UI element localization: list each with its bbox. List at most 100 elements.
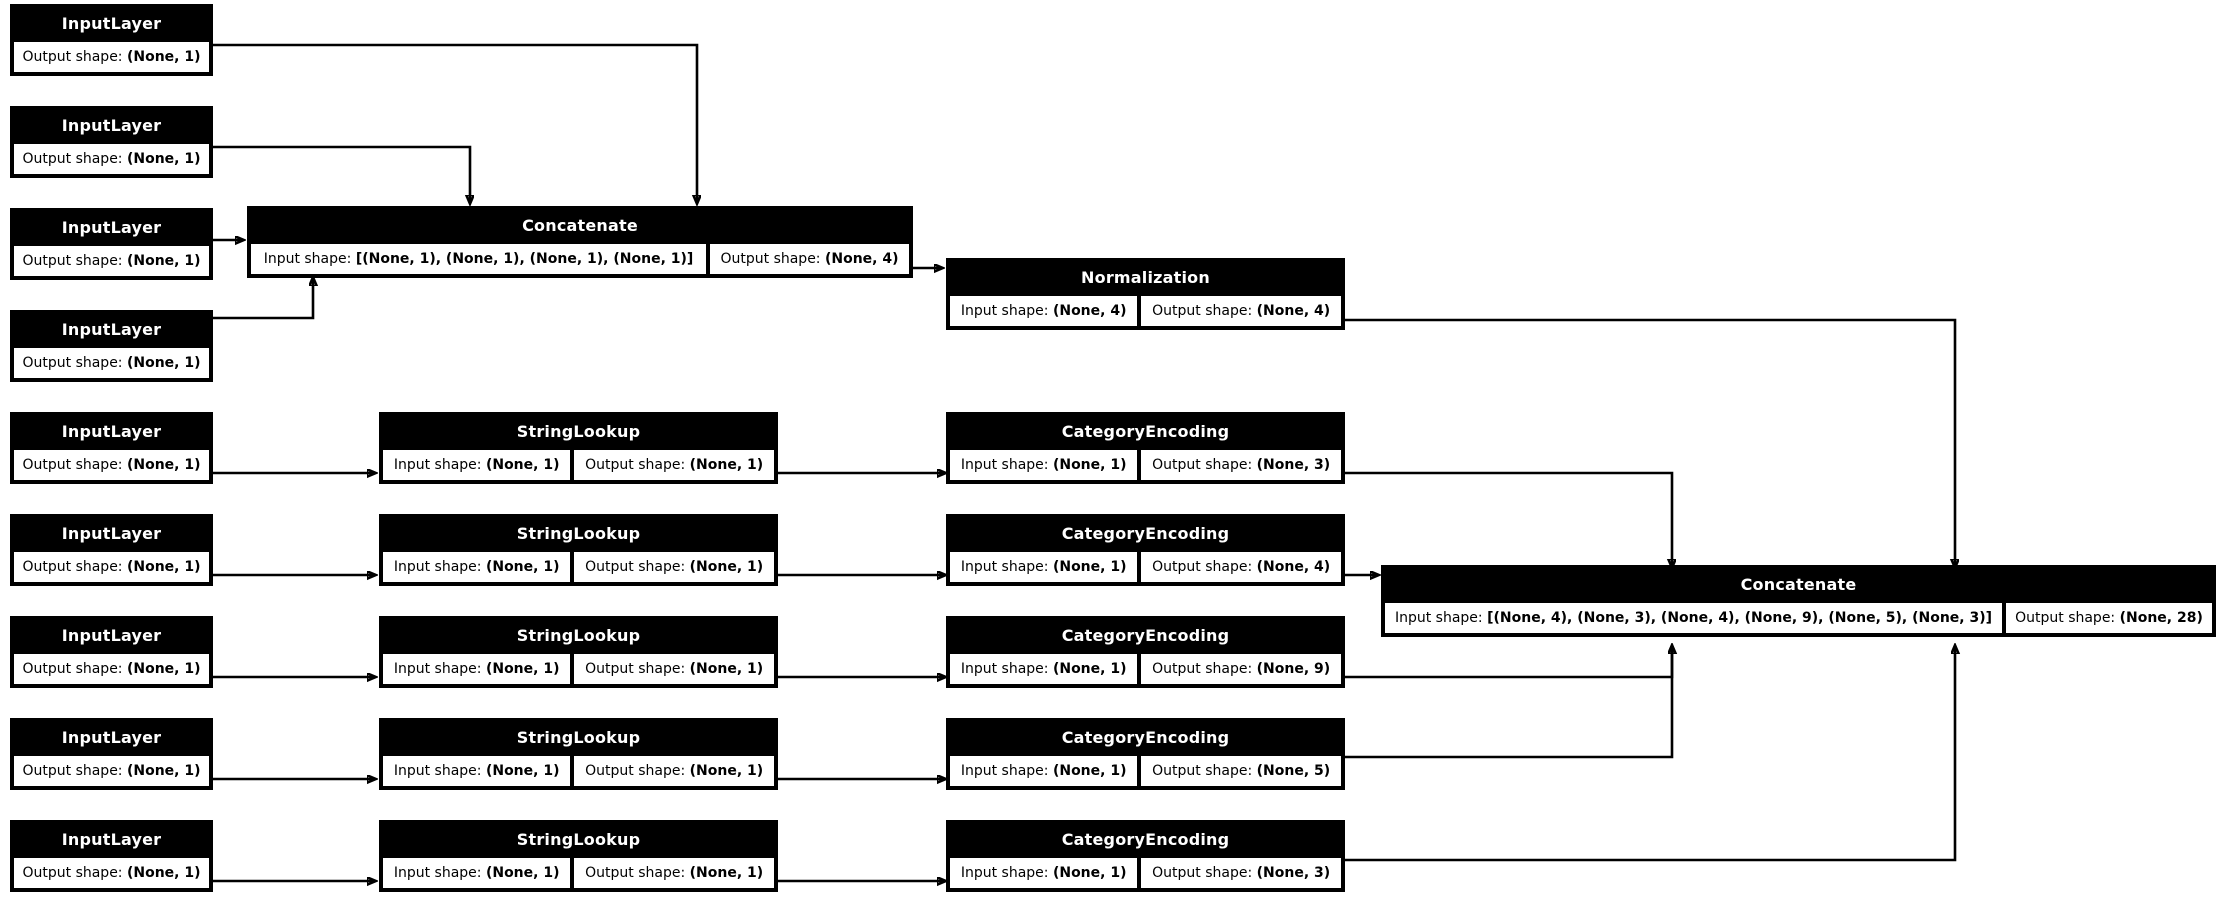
output-shape-cell: Output shape: (None, 1) [572, 448, 776, 482]
node-category-encoding-3[interactable]: CategoryEncoding Input shape: (None, 1) … [946, 616, 1345, 688]
output-shape-label: Output shape: [2015, 610, 2120, 626]
edge-encoding3-to-final-concat [1345, 646, 1672, 679]
output-shape-cell: Output shape: (None, 4) [1139, 550, 1343, 584]
node-category-encoding-1[interactable]: CategoryEncoding Input shape: (None, 1) … [946, 412, 1345, 484]
input-shape-cell: Input shape: [(None, 1), (None, 1), (Non… [249, 242, 708, 276]
output-shape-value: (None, 3) [1256, 865, 1331, 881]
node-string-lookup-1[interactable]: StringLookup Input shape: (None, 1) Outp… [379, 412, 778, 484]
output-shape-label: Output shape: [22, 457, 127, 473]
output-shape-cell: Output shape: (None, 1) [12, 550, 211, 584]
node-string-lookup-2[interactable]: StringLookup Input shape: (None, 1) Outp… [379, 514, 778, 586]
output-shape-cell: Output shape: (None, 1) [572, 754, 776, 788]
node-body: Input shape: (None, 1) Output shape: (No… [381, 754, 776, 788]
output-shape-value: (None, 3) [1256, 457, 1331, 473]
output-shape-value: (None, 28) [2119, 610, 2203, 626]
node-title: StringLookup [381, 618, 776, 652]
node-input-layer-7[interactable]: InputLayer Output shape: (None, 1) [10, 616, 213, 688]
input-shape-cell: Input shape: (None, 1) [948, 448, 1140, 482]
input-shape-label: Input shape: [960, 457, 1053, 473]
output-shape-value: (None, 4) [1256, 303, 1331, 319]
node-category-encoding-4[interactable]: CategoryEncoding Input shape: (None, 1) … [946, 718, 1345, 790]
node-input-layer-8[interactable]: InputLayer Output shape: (None, 1) [10, 718, 213, 790]
node-string-lookup-4[interactable]: StringLookup Input shape: (None, 1) Outp… [379, 718, 778, 790]
output-shape-cell: Output shape: (None, 9) [1139, 652, 1343, 686]
output-shape-value: (None, 1) [126, 49, 201, 65]
node-title: StringLookup [381, 822, 776, 856]
node-title: InputLayer [12, 618, 211, 652]
input-shape-cell: Input shape: (None, 1) [381, 652, 573, 686]
node-body: Input shape: (None, 1) Output shape: (No… [948, 652, 1343, 686]
node-body: Input shape: [(None, 1), (None, 1), (Non… [249, 242, 911, 276]
node-input-layer-2[interactable]: InputLayer Output shape: (None, 1) [10, 106, 213, 178]
input-shape-value: (None, 1) [485, 457, 560, 473]
node-body: Output shape: (None, 1) [12, 346, 211, 380]
node-input-layer-6[interactable]: InputLayer Output shape: (None, 1) [10, 514, 213, 586]
output-shape-cell: Output shape: (None, 1) [12, 346, 211, 380]
output-shape-label: Output shape: [1152, 303, 1257, 319]
node-string-lookup-3[interactable]: StringLookup Input shape: (None, 1) Outp… [379, 616, 778, 688]
output-shape-value: (None, 1) [689, 457, 764, 473]
node-body: Input shape: [(None, 4), (None, 3), (Non… [1383, 601, 2214, 635]
node-input-layer-4[interactable]: InputLayer Output shape: (None, 1) [10, 310, 213, 382]
edge-input4-to-concat [213, 278, 313, 320]
output-shape-value: (None, 1) [126, 151, 201, 167]
output-shape-cell: Output shape: (None, 3) [1139, 856, 1343, 890]
node-title: StringLookup [381, 720, 776, 754]
output-shape-label: Output shape: [22, 559, 127, 575]
input-shape-label: Input shape: [393, 559, 486, 575]
node-title: CategoryEncoding [948, 516, 1343, 550]
output-shape-value: (None, 1) [126, 865, 201, 881]
output-shape-label: Output shape: [22, 763, 127, 779]
output-shape-value: (None, 1) [126, 355, 201, 371]
output-shape-label: Output shape: [22, 253, 127, 269]
output-shape-label: Output shape: [1152, 865, 1257, 881]
node-input-layer-3[interactable]: InputLayer Output shape: (None, 1) [10, 208, 213, 280]
output-shape-label: Output shape: [585, 559, 690, 575]
output-shape-label: Output shape: [22, 865, 127, 881]
output-shape-label: Output shape: [22, 49, 127, 65]
input-shape-value: (None, 4) [1052, 303, 1127, 319]
node-concatenate-numeric[interactable]: Concatenate Input shape: [(None, 1), (No… [247, 206, 913, 278]
input-shape-label: Input shape: [393, 865, 486, 881]
node-body: Output shape: (None, 1) [12, 40, 211, 74]
node-category-encoding-2[interactable]: CategoryEncoding Input shape: (None, 1) … [946, 514, 1345, 586]
node-title: InputLayer [12, 312, 211, 346]
output-shape-cell: Output shape: (None, 1) [12, 142, 211, 176]
node-body: Input shape: (None, 4) Output shape: (No… [948, 294, 1343, 328]
output-shape-cell: Output shape: (None, 1) [572, 550, 776, 584]
node-body: Input shape: (None, 1) Output shape: (No… [948, 448, 1343, 482]
node-body: Input shape: (None, 1) Output shape: (No… [948, 856, 1343, 890]
input-shape-value: (None, 1) [485, 661, 560, 677]
input-shape-cell: Input shape: [(None, 4), (None, 3), (Non… [1383, 601, 2004, 635]
output-shape-value: (None, 1) [689, 661, 764, 677]
edge-encoding4-to-final-concat [1345, 646, 1672, 759]
node-title: CategoryEncoding [948, 414, 1343, 448]
output-shape-label: Output shape: [585, 865, 690, 881]
output-shape-label: Output shape: [22, 661, 127, 677]
node-input-layer-1[interactable]: InputLayer Output shape: (None, 1) [10, 4, 213, 76]
output-shape-value: (None, 4) [1256, 559, 1331, 575]
node-title: InputLayer [12, 822, 211, 856]
output-shape-cell: Output shape: (None, 1) [12, 244, 211, 278]
input-shape-value: (None, 1) [1052, 457, 1127, 473]
node-string-lookup-5[interactable]: StringLookup Input shape: (None, 1) Outp… [379, 820, 778, 892]
input-shape-cell: Input shape: (None, 1) [948, 652, 1140, 686]
node-normalization[interactable]: Normalization Input shape: (None, 4) Out… [946, 258, 1345, 330]
input-shape-value: [(None, 4), (None, 3), (None, 4), (None,… [1487, 610, 1993, 626]
node-body: Input shape: (None, 1) Output shape: (No… [948, 550, 1343, 584]
output-shape-value: (None, 1) [689, 865, 764, 881]
input-shape-cell: Input shape: (None, 1) [948, 856, 1140, 890]
output-shape-value: (None, 1) [126, 661, 201, 677]
node-input-layer-5[interactable]: InputLayer Output shape: (None, 1) [10, 412, 213, 484]
input-shape-value: (None, 1) [1052, 661, 1127, 677]
node-body: Output shape: (None, 1) [12, 550, 211, 584]
output-shape-label: Output shape: [22, 151, 127, 167]
node-title: CategoryEncoding [948, 720, 1343, 754]
node-input-layer-9[interactable]: InputLayer Output shape: (None, 1) [10, 820, 213, 892]
node-title: InputLayer [12, 720, 211, 754]
output-shape-label: Output shape: [1152, 763, 1257, 779]
node-concatenate-final[interactable]: Concatenate Input shape: [(None, 4), (No… [1381, 565, 2216, 637]
node-category-encoding-5[interactable]: CategoryEncoding Input shape: (None, 1) … [946, 820, 1345, 892]
output-shape-cell: Output shape: (None, 5) [1139, 754, 1343, 788]
input-shape-label: Input shape: [393, 763, 486, 779]
